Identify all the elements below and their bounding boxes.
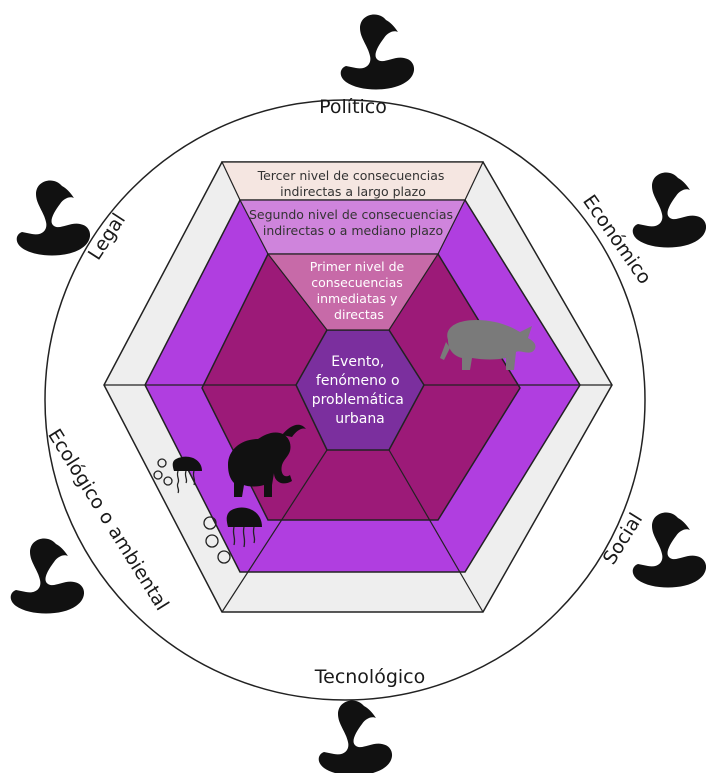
gray-rhino-icon [440,320,536,370]
jellyfish-icon [203,507,262,564]
jellyfish-icon [153,456,202,494]
black-swan-icon [10,538,85,614]
second-level-text: Segundo nivel de consecuencias indirecta… [249,207,457,238]
first-level-text: Primer nivel de consecuencias inmediatas… [310,259,408,322]
black-swan-icon [16,180,91,256]
first-level-band [266,253,440,331]
center-text: Evento, fenómeno o problemática urbana [312,354,409,427]
dimension-tecnologico: Tecnológico [314,666,426,688]
black-elephant-icon [228,424,306,497]
black-swan-icon [318,700,393,773]
third-level-text: Tercer nivel de consecuencias indirectas… [257,168,449,199]
black-swan-icon [632,172,706,248]
black-swan-icon [340,14,415,90]
dimension-politico: Político [319,96,387,118]
